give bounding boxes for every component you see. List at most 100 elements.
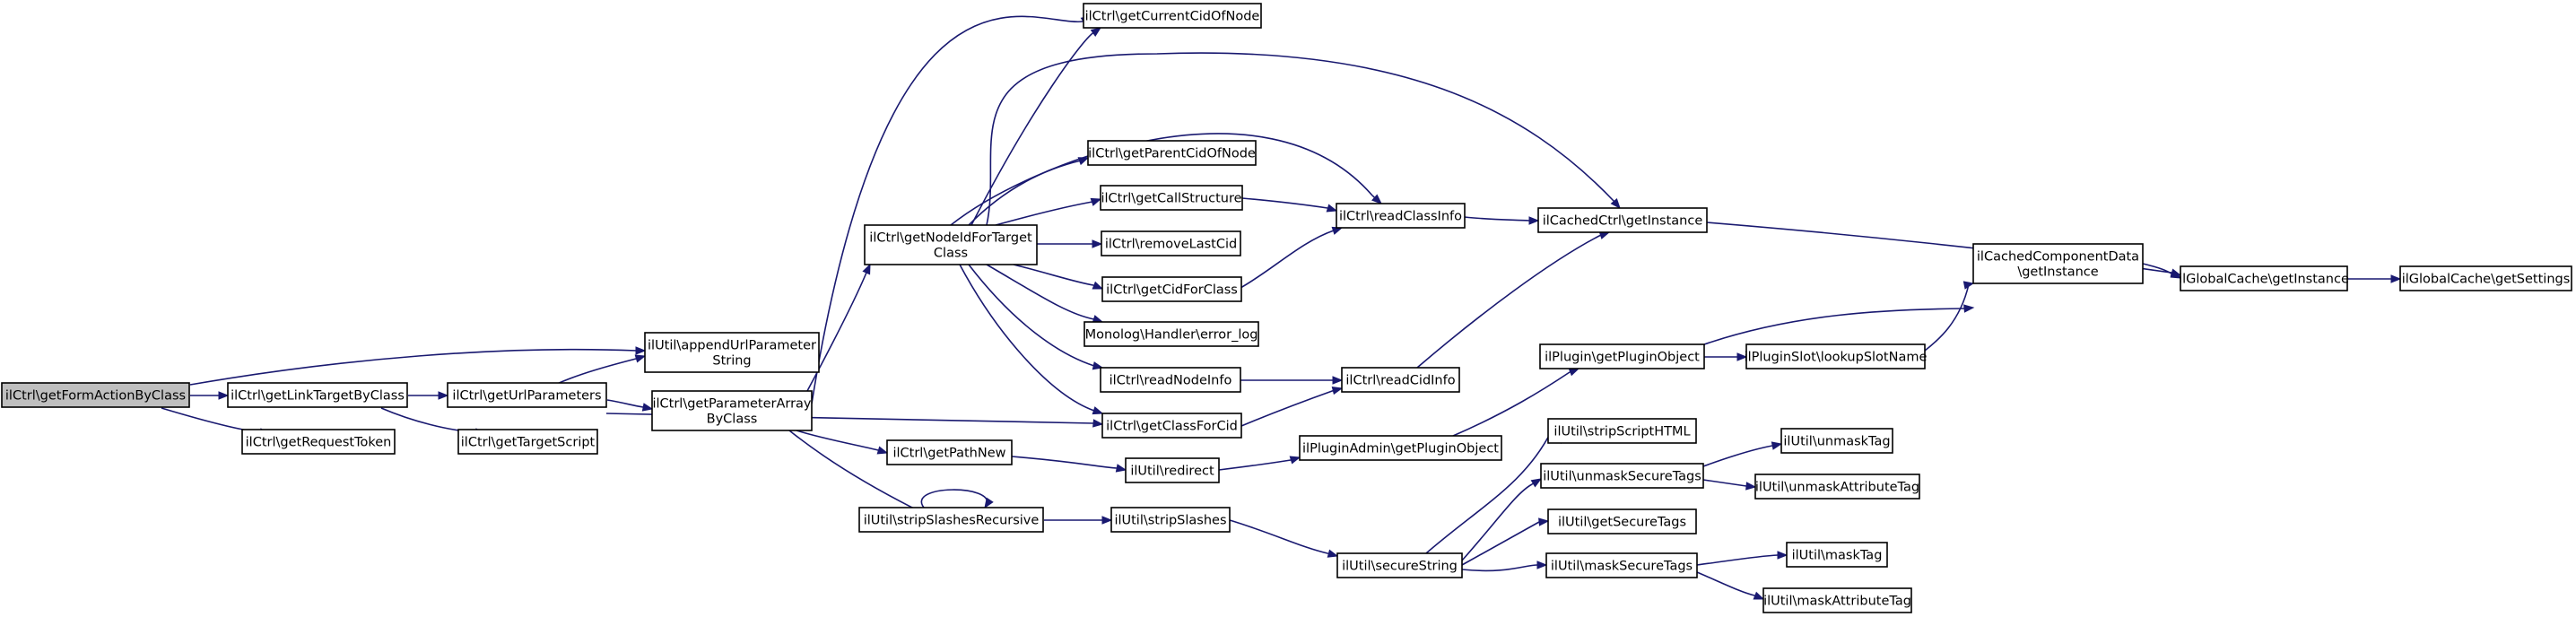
graph-node-current-cid[interactable]: ilCtrl\getCurrentCidOfNode xyxy=(1083,3,1262,29)
graph-node-parent-cid[interactable]: ilCtrl\getParentCidOfNode xyxy=(1087,140,1257,166)
graph-node-unmask-attr[interactable]: ilUtil\unmaskAttributeTag xyxy=(1754,474,1920,500)
node-box[interactable] xyxy=(227,382,408,408)
node-box[interactable] xyxy=(1336,552,1463,578)
node-label: ilCtrl\getLinkTargetByClass xyxy=(231,389,405,404)
graph-node-strip-slashes[interactable]: ilUtil\stripSlashes xyxy=(1110,507,1231,533)
node-label: ilUtil\unmaskSecureTags xyxy=(1543,470,1701,484)
node-label: ilUtil\stripSlashesRecursive xyxy=(864,514,1040,528)
call-edge xyxy=(380,407,476,433)
call-edge xyxy=(1461,564,1538,572)
node-box[interactable] xyxy=(2180,265,2348,291)
node-box[interactable] xyxy=(858,507,1044,533)
graph-node-cached-comp[interactable]: ilCachedComponentData\getInstance xyxy=(1972,243,2144,284)
node-box[interactable] xyxy=(1754,474,1920,500)
node-box[interactable] xyxy=(1780,428,1893,454)
node-box[interactable] xyxy=(1540,463,1704,489)
node-box[interactable] xyxy=(1083,321,1259,347)
graph-node-root[interactable]: ilCtrl\getFormActionByClass xyxy=(1,382,190,408)
graph-node-link-target[interactable]: ilCtrl\getLinkTargetByClass xyxy=(227,382,408,408)
call-edge xyxy=(1240,230,1335,289)
node-box[interactable] xyxy=(1786,542,1888,568)
node-box[interactable] xyxy=(864,224,1038,265)
call-edge xyxy=(1924,283,1970,352)
node-box[interactable] xyxy=(1100,185,1243,211)
call-edge xyxy=(1013,264,1094,286)
graph-node-unmask-tag[interactable]: ilUtil\unmaskTag xyxy=(1780,428,1893,454)
node-box[interactable] xyxy=(1336,203,1466,229)
node-box[interactable] xyxy=(1745,343,1926,369)
node-label: ilUtil\unmaskTag xyxy=(1783,435,1890,449)
graph-node-path-new[interactable]: ilCtrl\getPathNew xyxy=(886,439,1013,465)
graph-node-mask-secure[interactable]: ilUtil\maskSecureTags xyxy=(1545,552,1698,578)
node-label: ilUtil\secureString xyxy=(1342,560,1458,574)
node-box[interactable] xyxy=(651,390,813,431)
graph-node-global-settings[interactable]: ilGlobalCache\getSettings xyxy=(2399,265,2572,291)
node-box[interactable] xyxy=(241,429,396,455)
node-box[interactable] xyxy=(1341,367,1460,393)
call-graph-nodes: ilCtrl\getFormActionByClass ilCtrl\getLin… xyxy=(1,3,2572,613)
node-label: ilPluginAdmin\getPluginObject xyxy=(1302,442,1499,456)
node-box[interactable] xyxy=(1547,418,1697,444)
graph-node-plugin-obj[interactable]: ilPlugin\getPluginObject xyxy=(1539,343,1705,369)
graph-node-unmask-secure[interactable]: ilUtil\unmaskSecureTags xyxy=(1540,463,1704,489)
graph-node-remove-last[interactable]: ilCtrl\removeLastCid xyxy=(1101,230,1241,256)
node-box[interactable] xyxy=(457,429,598,455)
node-label: ilUtil\maskTag xyxy=(1792,549,1883,563)
graph-node-secure-string[interactable]: ilUtil\secureString xyxy=(1336,552,1463,578)
node-box[interactable] xyxy=(1539,343,1705,369)
node-box[interactable] xyxy=(644,332,820,373)
node-box[interactable] xyxy=(1101,413,1242,439)
graph-node-strip-script[interactable]: ilUtil\stripScriptHTML xyxy=(1547,418,1697,444)
node-label: ilPlugin\getPluginObject xyxy=(1545,351,1700,365)
node-label: ilCtrl\getParameterArray xyxy=(652,397,811,412)
graph-node-strip-rec[interactable]: ilUtil\stripSlashesRecursive xyxy=(858,507,1044,533)
node-box[interactable] xyxy=(1101,276,1242,302)
graph-node-class-for-cid[interactable]: ilCtrl\getClassForCid xyxy=(1101,413,1242,439)
node-box[interactable] xyxy=(1,382,190,408)
graph-node-mask-attr[interactable]: ilUtil\maskAttributeTag xyxy=(1762,587,1912,613)
call-edge xyxy=(1702,479,1747,487)
graph-node-cached-ctrl[interactable]: ilCachedCtrl\getInstance xyxy=(1537,207,1708,233)
graph-node-request-token[interactable]: ilCtrl\getRequestToken xyxy=(241,429,396,455)
node-box[interactable] xyxy=(886,439,1013,465)
node-box[interactable] xyxy=(447,382,607,408)
node-box[interactable] xyxy=(1083,3,1262,29)
node-box[interactable] xyxy=(1762,587,1912,613)
arrowhead xyxy=(1753,591,1765,600)
graph-node-plugin-slot[interactable]: ilPluginSlot\lookupSlotName xyxy=(1745,343,1928,369)
graph-node-plugin-admin[interactable]: ilPluginAdmin\getPluginObject xyxy=(1299,435,1502,461)
node-box[interactable] xyxy=(1299,435,1502,461)
call-edge xyxy=(606,399,644,408)
graph-node-get-secure[interactable]: ilUtil\getSecureTags xyxy=(1547,508,1697,534)
node-box[interactable] xyxy=(1125,457,1220,483)
call-edge xyxy=(1464,216,1530,222)
node-box[interactable] xyxy=(1087,140,1257,166)
graph-node-read-node[interactable]: ilCtrl\readNodeInfo xyxy=(1100,367,1241,393)
node-box[interactable] xyxy=(1100,367,1241,393)
node-label: ilCtrl\getClassForCid xyxy=(1106,420,1238,434)
graph-node-read-cid[interactable]: ilCtrl\readCidInfo xyxy=(1341,367,1460,393)
node-box[interactable] xyxy=(1101,230,1241,256)
node-box[interactable] xyxy=(1972,243,2144,284)
node-box[interactable] xyxy=(1547,508,1697,534)
graph-node-target-script[interactable]: ilCtrl\getTargetScript xyxy=(457,429,598,455)
node-label: ilUtil\maskAttributeTag xyxy=(1763,595,1911,609)
graph-node-redirect[interactable]: ilUtil\redirect xyxy=(1125,457,1220,483)
graph-node-global-cache[interactable]: ilGlobalCache\getInstance xyxy=(2179,265,2349,291)
graph-node-error-log[interactable]: Monolog\Handler\error_log xyxy=(1083,321,1259,347)
node-box[interactable] xyxy=(2399,265,2572,291)
call-edge xyxy=(1696,554,1779,566)
graph-node-url-params[interactable]: ilCtrl\getUrlParameters xyxy=(447,382,607,408)
graph-node-cid-for-class[interactable]: ilCtrl\getCidForClass xyxy=(1101,276,1242,302)
graph-node-call-structure[interactable]: ilCtrl\getCallStructure xyxy=(1100,185,1243,211)
node-label: ilGlobalCache\getSettings xyxy=(2402,273,2571,287)
node-box[interactable] xyxy=(1545,552,1698,578)
graph-node-mask-tag[interactable]: ilUtil\maskTag xyxy=(1786,542,1888,568)
node-box[interactable] xyxy=(1110,507,1231,533)
graph-node-read-class[interactable]: ilCtrl\readClassInfo xyxy=(1336,203,1466,229)
node-box[interactable] xyxy=(1537,207,1708,233)
call-edge xyxy=(2142,263,2172,274)
